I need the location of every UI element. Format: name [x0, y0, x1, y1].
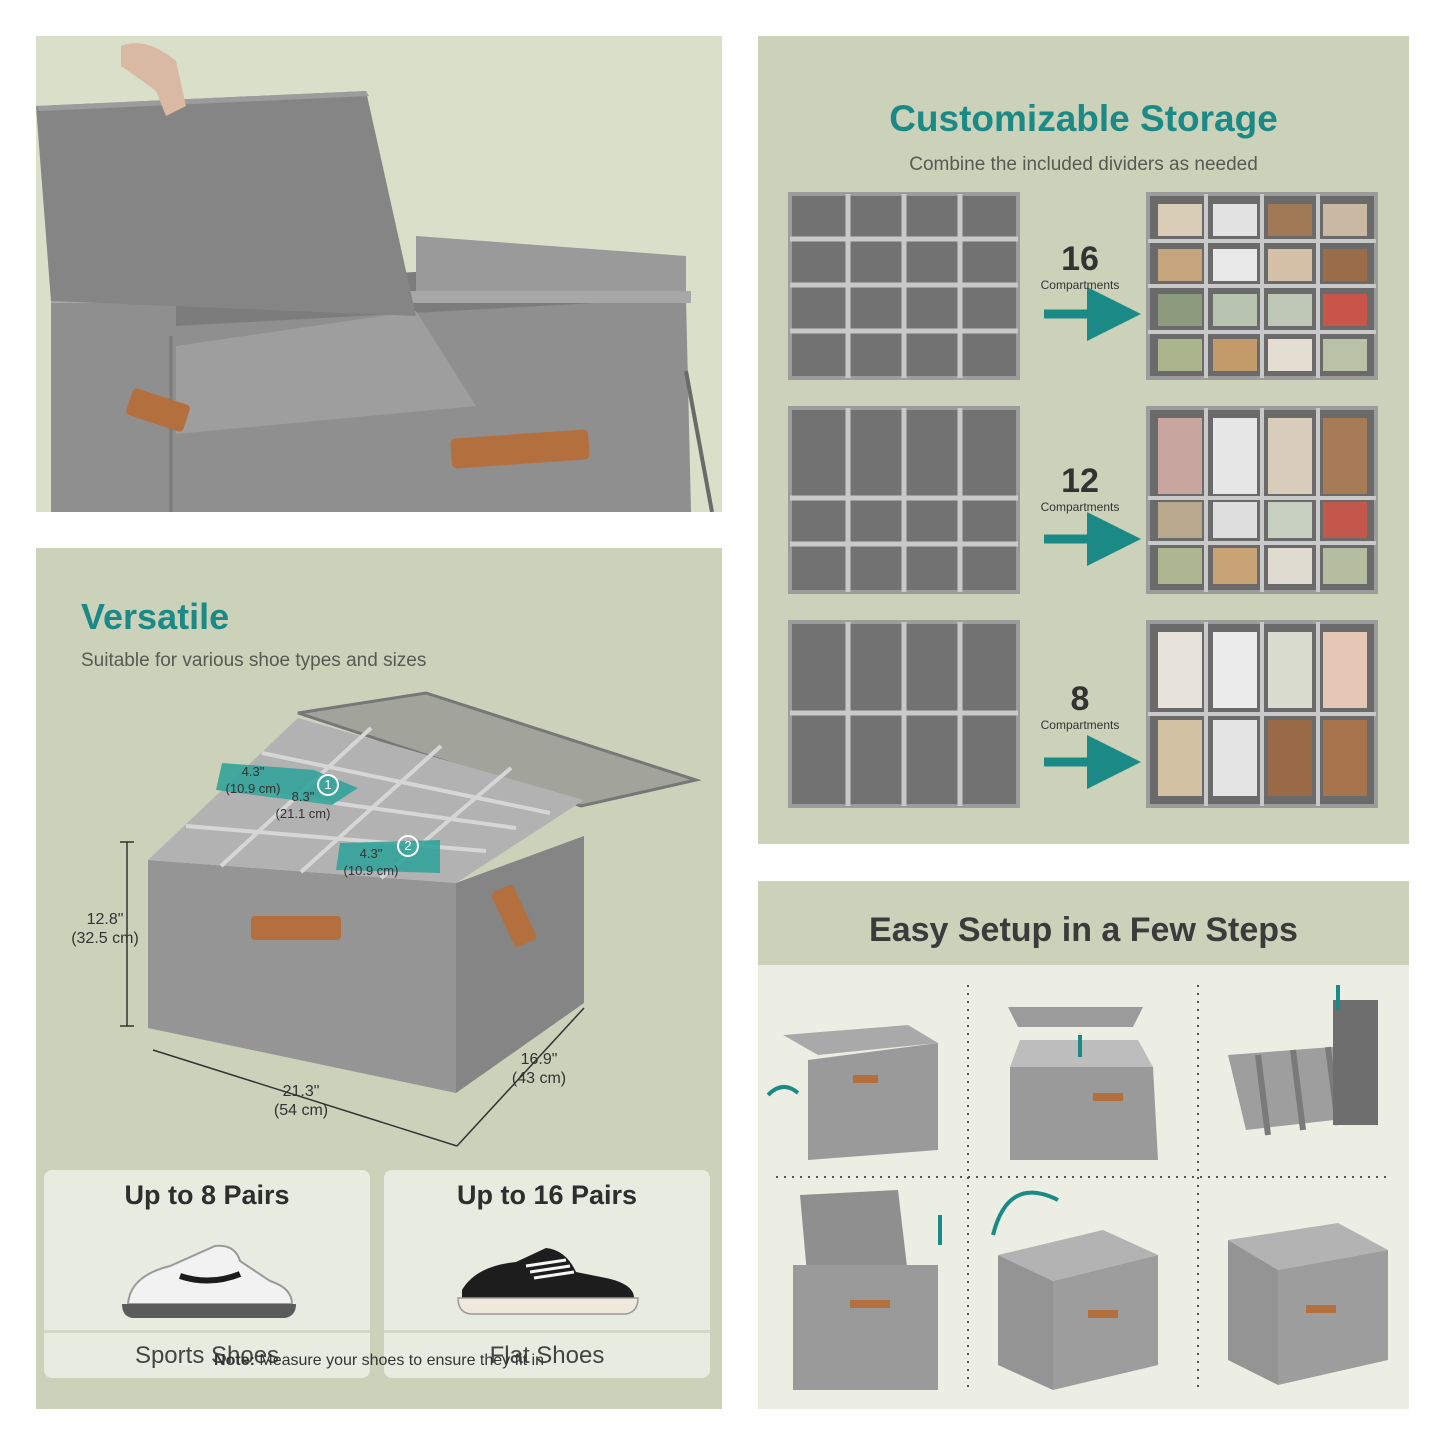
fit-note: Note: Measure your shoes to ensure they …: [214, 1352, 544, 1369]
leather-handle: [491, 885, 537, 947]
leather-handle: [251, 916, 341, 940]
filled-grid-12: [1146, 406, 1378, 594]
versatile-title: Versatile: [81, 596, 230, 637]
step-assemble-dividers: [1228, 985, 1378, 1136]
filled-grid-16: [1146, 192, 1378, 380]
compartment-label: Compartments: [1040, 278, 1120, 292]
callout1-width: 4.3"(10.9 cm): [225, 764, 281, 796]
compartment-label: Compartments: [1040, 500, 1120, 514]
leather-handle: [126, 388, 590, 469]
versatile-panel: Versatile Suitable for various shoe type…: [36, 548, 722, 1409]
lid-photo-panel: [36, 36, 722, 512]
versatile-subtitle: Suitable for various shoe types and size…: [81, 650, 427, 671]
length-dimension: 21.3"(54 cm): [273, 1083, 329, 1119]
callout2-width: 4.3"(10.9 cm): [343, 846, 399, 878]
empty-grid-12: [788, 406, 1020, 594]
step-unfold-box: [766, 1025, 938, 1160]
card-flat-shoes: Up to 16 Pairs Flat Shoes: [384, 1170, 710, 1378]
badge-1-number: 1: [324, 777, 332, 792]
setup-steps-illustration: [766, 985, 1390, 1390]
card-title: Up to 8 Pairs: [124, 1180, 290, 1210]
card-title: Up to 16 Pairs: [456, 1180, 638, 1210]
badge-1: [317, 774, 339, 796]
storage-configurations-illustration: [788, 192, 1378, 808]
step-finished-box: [1228, 1223, 1388, 1385]
card-label: Sports Shoes: [44, 1330, 370, 1381]
storage-subtitle: Combine the included dividers as needed: [909, 154, 1258, 175]
setup-title: Easy Setup in a Few Steps: [869, 911, 1298, 949]
box-with-lid-illustration: [36, 43, 714, 512]
easy-setup-panel: Easy Setup in a Few Steps: [758, 881, 1409, 1409]
badge-2: [397, 835, 419, 857]
storage-title: Customizable Storage: [889, 98, 1278, 139]
box-dimensions-illustration: [120, 691, 702, 1147]
badge-2-number: 2: [404, 838, 412, 853]
compartment-count-12: 12: [1061, 462, 1099, 500]
card-sports-shoes: Up to 8 Pairs Sports Shoes: [44, 1170, 370, 1378]
setup-steps-grid: [758, 965, 1409, 1409]
card-label: Flat Shoes: [384, 1330, 710, 1381]
compartment-highlight-2: [336, 840, 440, 873]
height-dimension: 12.8"(32.5 cm): [71, 911, 139, 947]
filled-grid-8: [1146, 620, 1378, 808]
compartment-count-8: 8: [1070, 680, 1090, 718]
step-insert-base-board: [1008, 1007, 1158, 1160]
customizable-storage-panel: Customizable Storage Combine the include…: [758, 36, 1409, 844]
compartment-label: Compartments: [1040, 718, 1120, 732]
depth-dimension: 16.9"(43 cm): [511, 1051, 567, 1087]
step-insert-dividers: [793, 1190, 942, 1390]
compartment-count-16: 16: [1061, 240, 1099, 278]
empty-grid-16: [788, 192, 1020, 380]
canvas-shoe-icon: [457, 1248, 639, 1315]
step-flip-in-grid: [991, 1190, 1158, 1390]
callout1-length: 8.3"(21.1 cm): [275, 789, 331, 821]
empty-grid-8: [788, 620, 1020, 808]
sneaker-icon: [122, 1244, 296, 1318]
